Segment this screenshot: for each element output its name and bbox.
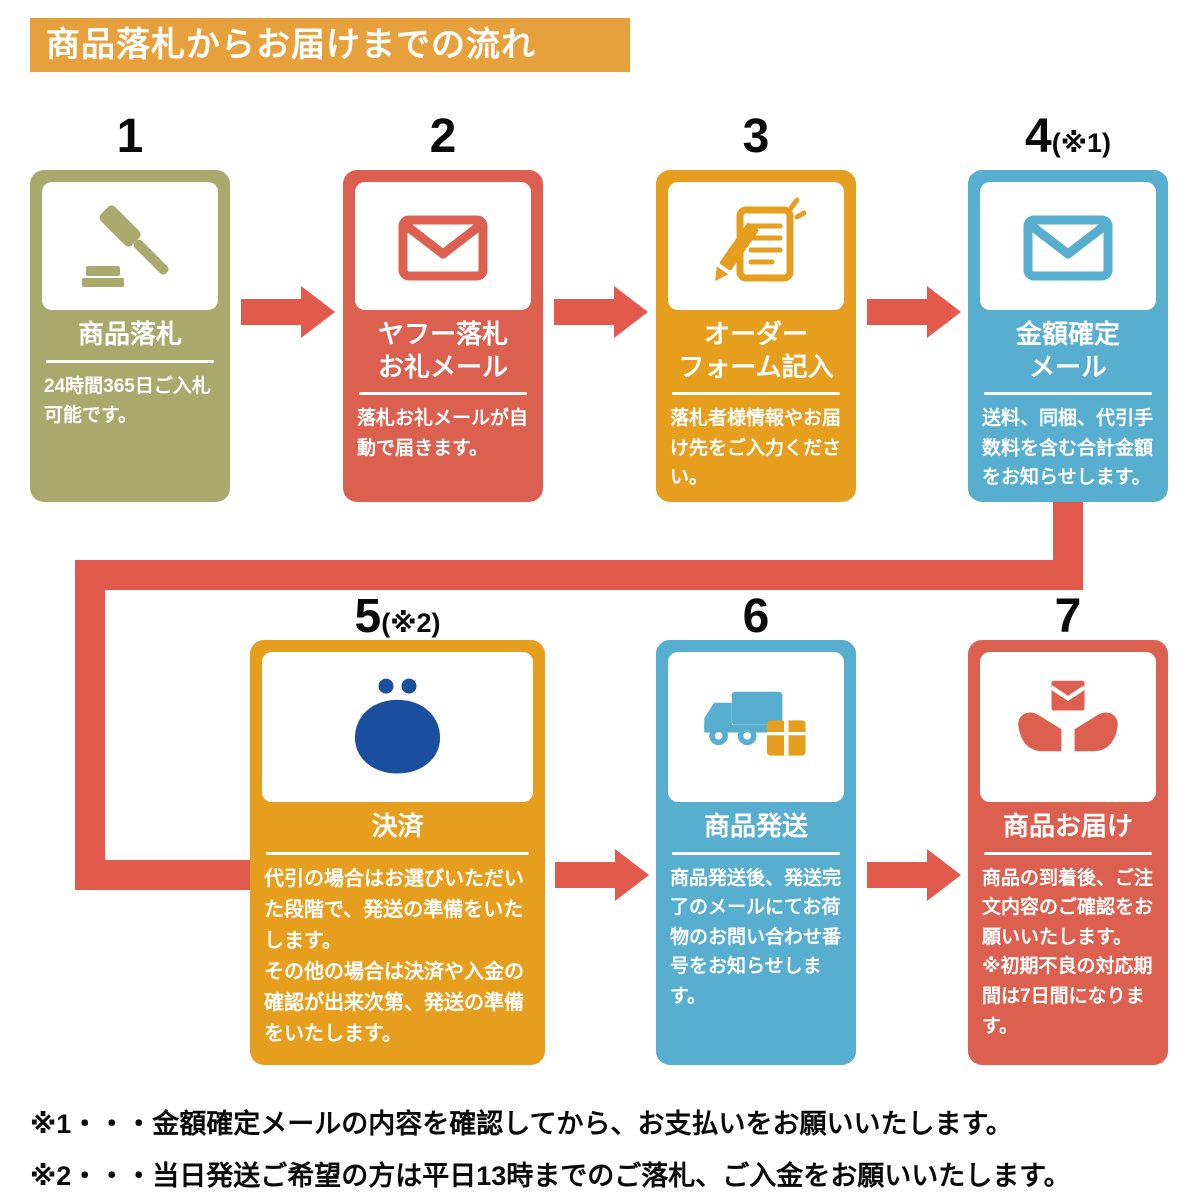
gavel-icon: [82, 205, 169, 287]
arrow-head-icon: [614, 286, 648, 338]
step-card-3: オーダー フォーム記入 落札者様情報やお届け先をご入力ください。: [656, 170, 856, 502]
mail-icon: [1023, 215, 1113, 281]
divider: [984, 851, 1152, 855]
divider: [672, 392, 840, 395]
step-number-6: 6: [656, 588, 856, 646]
step-description: 商品発送後、発送完了のメールにてお荷物のお問い合わせ番号をお知らせします。: [670, 867, 842, 1008]
step-number-text: 4: [1025, 110, 1052, 163]
flow-arrow-1-2: [241, 286, 335, 338]
step-number-5: 5(※2): [250, 588, 545, 646]
step-title: オーダー フォーム記入: [678, 319, 834, 382]
divider: [672, 851, 840, 855]
coin-purse-icon: [354, 678, 441, 773]
step-icon-box: [668, 182, 844, 310]
step-number-text: 7: [1054, 590, 1082, 643]
step-card-6: 商品発送 商品発送後、発送完了のメールにてお荷物のお問い合わせ番号をお知らせしま…: [656, 640, 856, 1065]
divider: [46, 359, 214, 363]
arrow-shaft: [554, 299, 614, 325]
flow-arrow-6-7: [867, 849, 961, 901]
step-number-7: 7: [968, 588, 1168, 646]
connector-segment-left-down: [75, 560, 105, 890]
arrow-head-icon: [927, 849, 961, 901]
step-icon-box: [42, 182, 218, 310]
flow-arrow-5-6: [555, 849, 649, 901]
step-title: 商品発送: [703, 811, 808, 841]
step-title: ヤフー落札 お礼メール: [377, 319, 508, 382]
connector-segment-across: [75, 560, 1083, 590]
step-number-3: 3: [656, 108, 856, 166]
connector-segment-into-step5: [75, 860, 253, 890]
hands-package-icon: [1018, 680, 1118, 752]
step-title: 決済: [371, 811, 424, 841]
step-number-2: 2: [343, 108, 543, 166]
step-icon-box: [262, 652, 533, 802]
footnote-1: ※1・・・金額確定メールの内容を確認してから、お支払いをお願いいたします。: [30, 1109, 1013, 1139]
step-card-1: 商品落札 24時間365日ご入札可能です。: [30, 170, 230, 502]
step-icon-box: [668, 652, 844, 802]
mail-icon: [398, 215, 488, 281]
flow-arrow-3-4: [867, 286, 961, 338]
step-number-text: 6: [742, 590, 770, 643]
step-card-2: ヤフー落札 お礼メール 落札お礼メールが自動で届きます。: [343, 170, 543, 502]
step-number-note: (※2): [381, 608, 441, 638]
step-number-text: 2: [429, 110, 457, 163]
divider: [984, 392, 1152, 395]
arrow-shaft: [867, 862, 927, 888]
step-number-note: (※1): [1051, 128, 1111, 158]
step-title: 商品落札: [77, 319, 182, 349]
delivery-truck-icon: [704, 691, 806, 756]
step-description: 落札者様情報やお届け先をご入力ください。: [670, 408, 842, 489]
step-number-text: 3: [742, 110, 770, 163]
divider: [359, 392, 527, 395]
step-description: 商品の到着後、ご注文内容のご確認をお願いいたします。 ※初期不良の対応期間は7日…: [982, 867, 1154, 1037]
arrow-shaft: [555, 862, 615, 888]
step-description: 落札お礼メールが自動で届きます。: [357, 408, 529, 459]
footnote-2: ※2・・・当日発送ご希望の方は平日13時までのご落札、ご入金をお願いいたします。: [30, 1161, 1071, 1191]
step-number-text: 1: [116, 110, 144, 163]
step-number-text: 5: [354, 590, 382, 643]
arrow-head-icon: [615, 849, 649, 901]
order-form-pencil-icon: [715, 197, 806, 282]
step-card-5: 決済 代引の場合はお選びいただいた段階で、発送の準備をいたします。 その他の場合…: [250, 640, 545, 1065]
page-title: 商品落札からお届けまでの流れ: [30, 18, 630, 72]
arrow-head-icon: [927, 286, 961, 338]
step-title: 商品お届け: [1002, 811, 1133, 841]
arrow-head-icon: [301, 286, 335, 338]
step-description: 代引の場合はお選びいただいた段階で、発送の準備をいたします。 その他の場合は決済…: [264, 867, 524, 1046]
package-box-icon: [767, 720, 806, 756]
flow-arrow-2-3: [554, 286, 648, 338]
step-icon-box: [980, 652, 1156, 802]
divider: [266, 851, 529, 855]
step-card-4: 金額確定 メール 送料、同梱、代引手数料を含む合計金額をお知らせします。: [968, 170, 1168, 502]
step-number-1: 1: [30, 108, 230, 166]
step-number-4: 4(※1): [968, 108, 1168, 166]
arrow-shaft: [241, 299, 301, 325]
step-card-7: 商品お届け 商品の到着後、ご注文内容のご確認をお願いいたします。 ※初期不良の対…: [968, 640, 1168, 1065]
step-icon-box: [355, 182, 531, 310]
step-description: 24時間365日ご入札可能です。: [44, 375, 211, 427]
step-title: 金額確定 メール: [1015, 319, 1120, 382]
arrow-shaft: [867, 299, 927, 325]
step-icon-box: [980, 182, 1156, 310]
step-description: 送料、同梱、代引手数料を含む合計金額をお知らせします。: [982, 408, 1154, 489]
